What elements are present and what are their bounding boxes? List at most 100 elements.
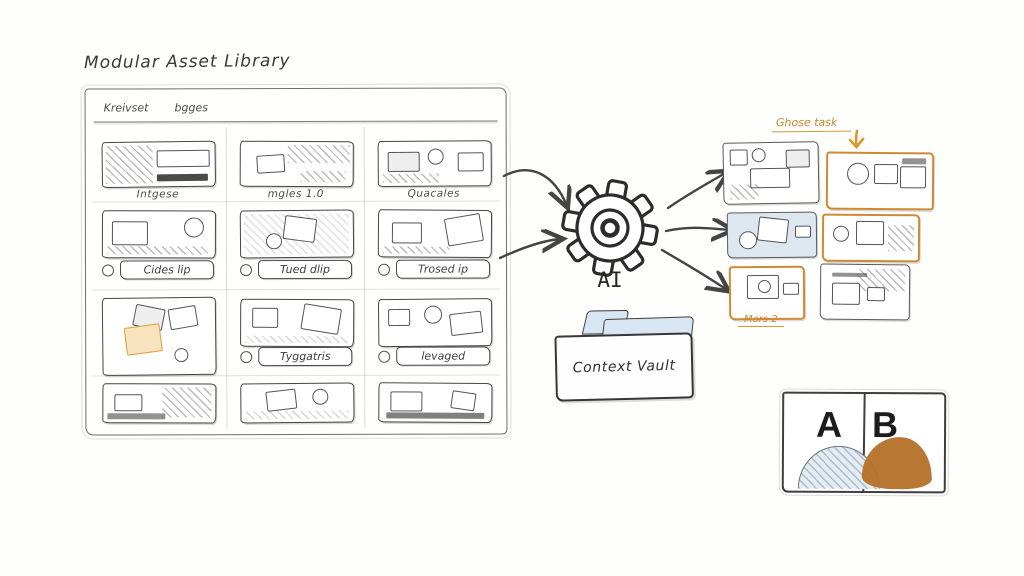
variant-caption: Mars 2 <box>738 314 784 327</box>
clip-button[interactable]: Cides lip <box>119 260 215 280</box>
asset-thumbnail[interactable] <box>240 298 355 348</box>
asset-thumbnail[interactable] <box>377 140 492 188</box>
asset-thumbnail[interactable] <box>239 140 354 188</box>
sketch-shape <box>265 232 282 250</box>
output-thumbnail[interactable] <box>726 211 818 259</box>
output-thumbnail[interactable] <box>819 263 911 321</box>
asset-thumbnail[interactable] <box>377 209 493 258</box>
sketch-hatch <box>382 173 439 184</box>
sketch-shape <box>156 149 211 168</box>
sketch-shape <box>833 225 850 242</box>
sketch-shape <box>252 308 279 329</box>
sketch-shape <box>392 222 423 244</box>
library-header: Kreivset bgges <box>93 92 498 123</box>
input-arrow <box>502 169 567 206</box>
asset-caption: Intgese <box>136 188 180 201</box>
task-annotation: Ghose task <box>771 115 852 133</box>
output-thumbnail-highlighted[interactable] <box>825 151 935 211</box>
sketch-shape <box>156 173 209 182</box>
sketch-shape <box>282 215 317 244</box>
sketch-shape <box>427 148 445 165</box>
asset-caption: mgles 1.0 <box>267 187 324 201</box>
radio-icon[interactable] <box>102 263 115 277</box>
down-arrow-icon <box>848 129 865 149</box>
sketch-shape <box>385 412 485 419</box>
asset-thumbnail[interactable] <box>101 296 217 377</box>
asset-thumbnail[interactable] <box>101 210 216 259</box>
clip-button-row: Cides lip <box>102 260 215 280</box>
asset-thumbnail[interactable] <box>239 209 355 259</box>
grid-divider <box>225 127 228 429</box>
input-arrow <box>498 239 561 260</box>
output-thumbnail-highlighted[interactable] <box>821 213 921 263</box>
sketch-shape <box>174 347 189 363</box>
sketch-shape <box>756 216 790 244</box>
sketch-shape <box>831 272 867 277</box>
sketch-shape <box>782 282 799 295</box>
radio-icon[interactable] <box>378 350 391 363</box>
sketch-shape <box>312 388 329 405</box>
sketch-shape <box>855 221 885 246</box>
grid-divider <box>92 288 501 291</box>
folder-body: Context Vault <box>554 332 694 402</box>
clip-button[interactable]: levaged <box>396 346 491 366</box>
sketch-shape <box>729 149 748 166</box>
ai-label: AI <box>597 268 623 292</box>
sketch-shape <box>866 286 885 301</box>
asset-thumbnail[interactable] <box>378 382 493 423</box>
asset-thumbnail[interactable] <box>102 383 217 424</box>
sketch-shape <box>873 163 898 184</box>
grid-divider <box>91 200 500 203</box>
sketch-hatch <box>105 145 154 184</box>
clip-button[interactable]: Tyggatris <box>258 346 353 367</box>
sketch-shape <box>794 225 811 238</box>
radio-icon[interactable] <box>240 350 253 363</box>
sketch-hatch <box>245 335 349 344</box>
sketch-shape <box>738 230 757 249</box>
sketch-shape <box>450 390 477 412</box>
clip-button-row: Tued dlip <box>240 259 353 280</box>
asset-thumbnail[interactable] <box>240 382 355 424</box>
flow-arrows <box>498 118 768 318</box>
output-thumbnail-highlighted[interactable] <box>728 265 806 321</box>
sketch-shape <box>831 283 860 306</box>
sketch-shape <box>846 162 869 185</box>
sketch-hatch <box>162 387 212 418</box>
clip-button-row: Tyggatris <box>240 346 353 367</box>
library-header-label: Kreivset <box>103 100 149 115</box>
asset-thumbnail[interactable] <box>377 298 493 348</box>
sketch-shape <box>167 304 199 331</box>
sketch-shape <box>899 166 926 189</box>
asset-caption: Quacales <box>407 187 461 200</box>
clip-button[interactable]: Tued dlip <box>257 259 353 280</box>
clip-button[interactable]: Trosed ip <box>395 259 491 279</box>
sketch-hatch <box>288 144 350 163</box>
sketch-shape <box>390 390 423 412</box>
sketch-shape <box>751 147 766 163</box>
sketch-shape <box>107 413 166 420</box>
sketch-shape <box>901 158 926 165</box>
output-thumbnail[interactable] <box>722 141 820 205</box>
output-arrow <box>660 248 727 290</box>
sketch-shape <box>457 152 485 172</box>
radio-icon[interactable] <box>240 263 253 276</box>
output-arrow <box>664 228 731 231</box>
sketch-hatch <box>382 245 451 254</box>
folder-label: Context Vault <box>572 357 676 377</box>
radio-icon[interactable] <box>378 263 391 276</box>
sketch-hatch <box>106 245 208 255</box>
sketch-shape <box>449 310 484 336</box>
sketch-shape <box>114 394 143 412</box>
sketch-shape <box>443 212 485 247</box>
context-vault-folder[interactable]: Context Vault <box>550 305 697 403</box>
sketch-shape <box>183 216 204 237</box>
sketch-hatch <box>729 184 759 201</box>
sketch-hatch <box>301 170 346 183</box>
variant-a-label: A <box>815 403 843 445</box>
sketch-shape <box>786 149 811 168</box>
library-header-sublabel: bgges <box>174 100 208 114</box>
asset-thumbnail[interactable] <box>101 140 217 189</box>
sketch-shape <box>111 221 148 246</box>
sketch-hatch <box>245 410 349 420</box>
